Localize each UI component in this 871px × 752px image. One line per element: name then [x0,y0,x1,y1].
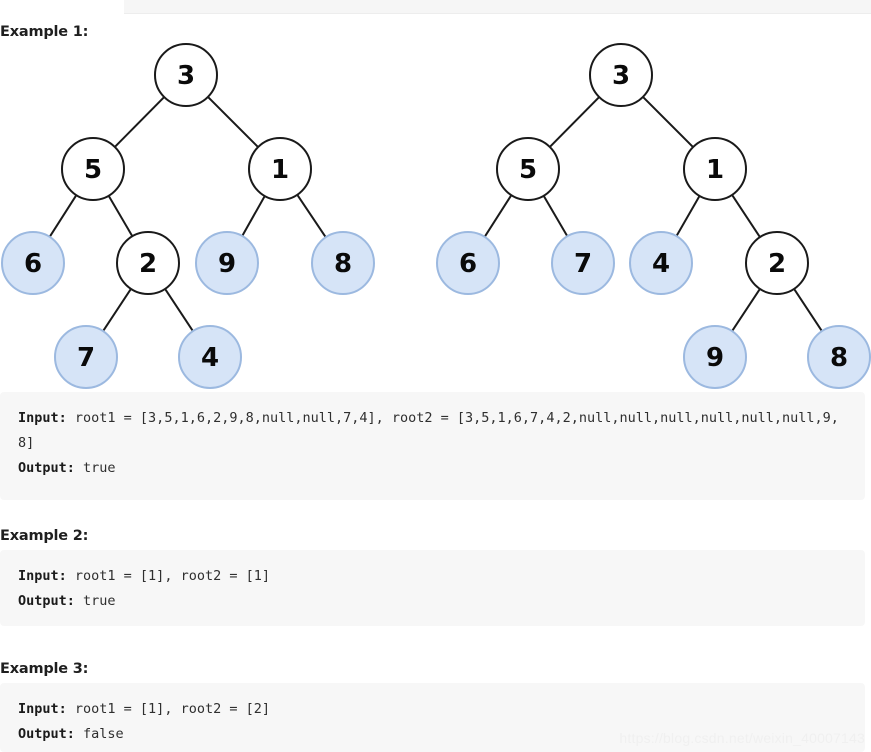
node-circle [683,137,747,201]
leaf-node-circle [311,231,375,295]
node-circle [116,231,180,295]
node-label: 7 [574,249,592,279]
tree-node-1: 1 [248,137,312,201]
node-circle [154,43,218,107]
node-label: 5 [84,155,102,185]
leaf-node-circle [195,231,259,295]
output-label: Output: [18,593,75,609]
leaf-node-circle [683,325,747,389]
node-label: 9 [706,343,724,373]
tree-node-3: 3 [589,43,653,107]
tree-node-4: 4 [178,325,242,389]
leaf-node-circle [807,325,871,389]
output-value: true [74,593,116,609]
tree-node-5: 5 [496,137,560,201]
tree-edge [730,287,762,333]
node-label: 4 [201,343,219,373]
leaf-node-circle [178,325,242,389]
input-label: Input: [18,568,67,584]
leaf-node-circle [54,325,118,389]
tree-node-2: 2 [745,231,809,295]
input-label: Input: [18,410,67,426]
node-label: 4 [652,249,670,279]
tree-node-5: 5 [61,137,125,201]
example-3-code-block: Input: root1 = [1], root2 = [2] Output: … [0,683,865,752]
leaf-node-circle [436,231,500,295]
example-2-output-line: Output: true [18,589,847,614]
tree-edge [163,287,195,333]
example-2-heading: Example 2: [0,527,89,544]
input-label: Input: [18,701,67,717]
input-value: root1 = [1], root2 = [1] [66,568,270,584]
output-label: Output: [18,460,75,476]
node-circle [61,137,125,201]
node-label: 2 [768,249,786,279]
example-1-code-block: Input: root1 = [3,5,1,6,2,9,8,null,null,… [0,392,865,500]
tree-node-1: 1 [683,137,747,201]
tree-node-7: 7 [54,325,118,389]
output-value: false [74,726,124,742]
tree-node-8: 8 [807,325,871,389]
tree-node-4: 4 [629,231,693,295]
node-label: 5 [519,155,537,185]
node-label: 1 [706,155,724,185]
tree-node-6: 6 [436,231,500,295]
tree-edge [240,194,267,238]
example-3-input-line: Input: root1 = [1], root2 = [2] [18,697,847,722]
node-circle [496,137,560,201]
tree-edge [548,95,601,149]
tree-edge [101,287,133,333]
tree-svg: 3 5 1 6 2 9 8 7 4 3 5 1 6 7 4 2 9 8 [1,43,871,389]
node-label: 6 [24,249,42,279]
node-label: 3 [177,61,195,91]
example-3-heading: Example 3: [0,660,89,677]
example-1-output-line: Output: true [18,456,847,481]
input-value: root1 = [1], root2 = [2] [66,701,270,717]
input-value: root1 = [3,5,1,6,2,9,8,null,null,7,4], r… [18,410,839,451]
binary-tree-diagram: 3 5 1 6 2 9 8 7 4 3 5 1 6 7 4 2 9 8 [0,22,871,392]
node-label: 6 [459,249,477,279]
tree-edge [675,194,701,238]
example-2-code-block: Input: root1 = [1], root2 = [1] Output: … [0,550,865,626]
tree-node-7: 7 [551,231,615,295]
tree-edge [641,95,695,149]
tree-edge [48,193,78,239]
node-label: 2 [139,249,157,279]
node-circle [248,137,312,201]
tree-edge [113,95,166,149]
tree-edge [542,194,569,238]
example-3-output-line: Output: false [18,722,847,747]
tree-node-6: 6 [1,231,65,295]
tree-edge [295,193,328,239]
example-1-heading: Example 1: [0,23,89,40]
tree-edge [483,193,513,239]
top-strip [124,0,871,14]
output-value: true [74,460,116,476]
tree-edge [792,287,824,333]
node-label: 3 [612,61,630,91]
leaf-node-circle [629,231,693,295]
leaf-node-circle [1,231,65,295]
tree-edge [107,194,134,238]
tree-edge [730,193,762,239]
leaf-node-circle [551,231,615,295]
node-label: 1 [271,155,289,185]
node-label: 8 [334,249,352,279]
tree-node-9: 9 [683,325,747,389]
tree-node-9: 9 [195,231,259,295]
node-circle [745,231,809,295]
tree-node-2: 2 [116,231,180,295]
node-label: 9 [218,249,236,279]
example-2-input-line: Input: root1 = [1], root2 = [1] [18,564,847,589]
node-circle [589,43,653,107]
tree-node-8: 8 [311,231,375,295]
tree-edge [206,95,260,149]
example-1-input-line: Input: root1 = [3,5,1,6,2,9,8,null,null,… [18,406,847,456]
node-label: 7 [77,343,95,373]
node-label: 8 [830,343,848,373]
tree-node-3: 3 [154,43,218,107]
output-label: Output: [18,726,75,742]
